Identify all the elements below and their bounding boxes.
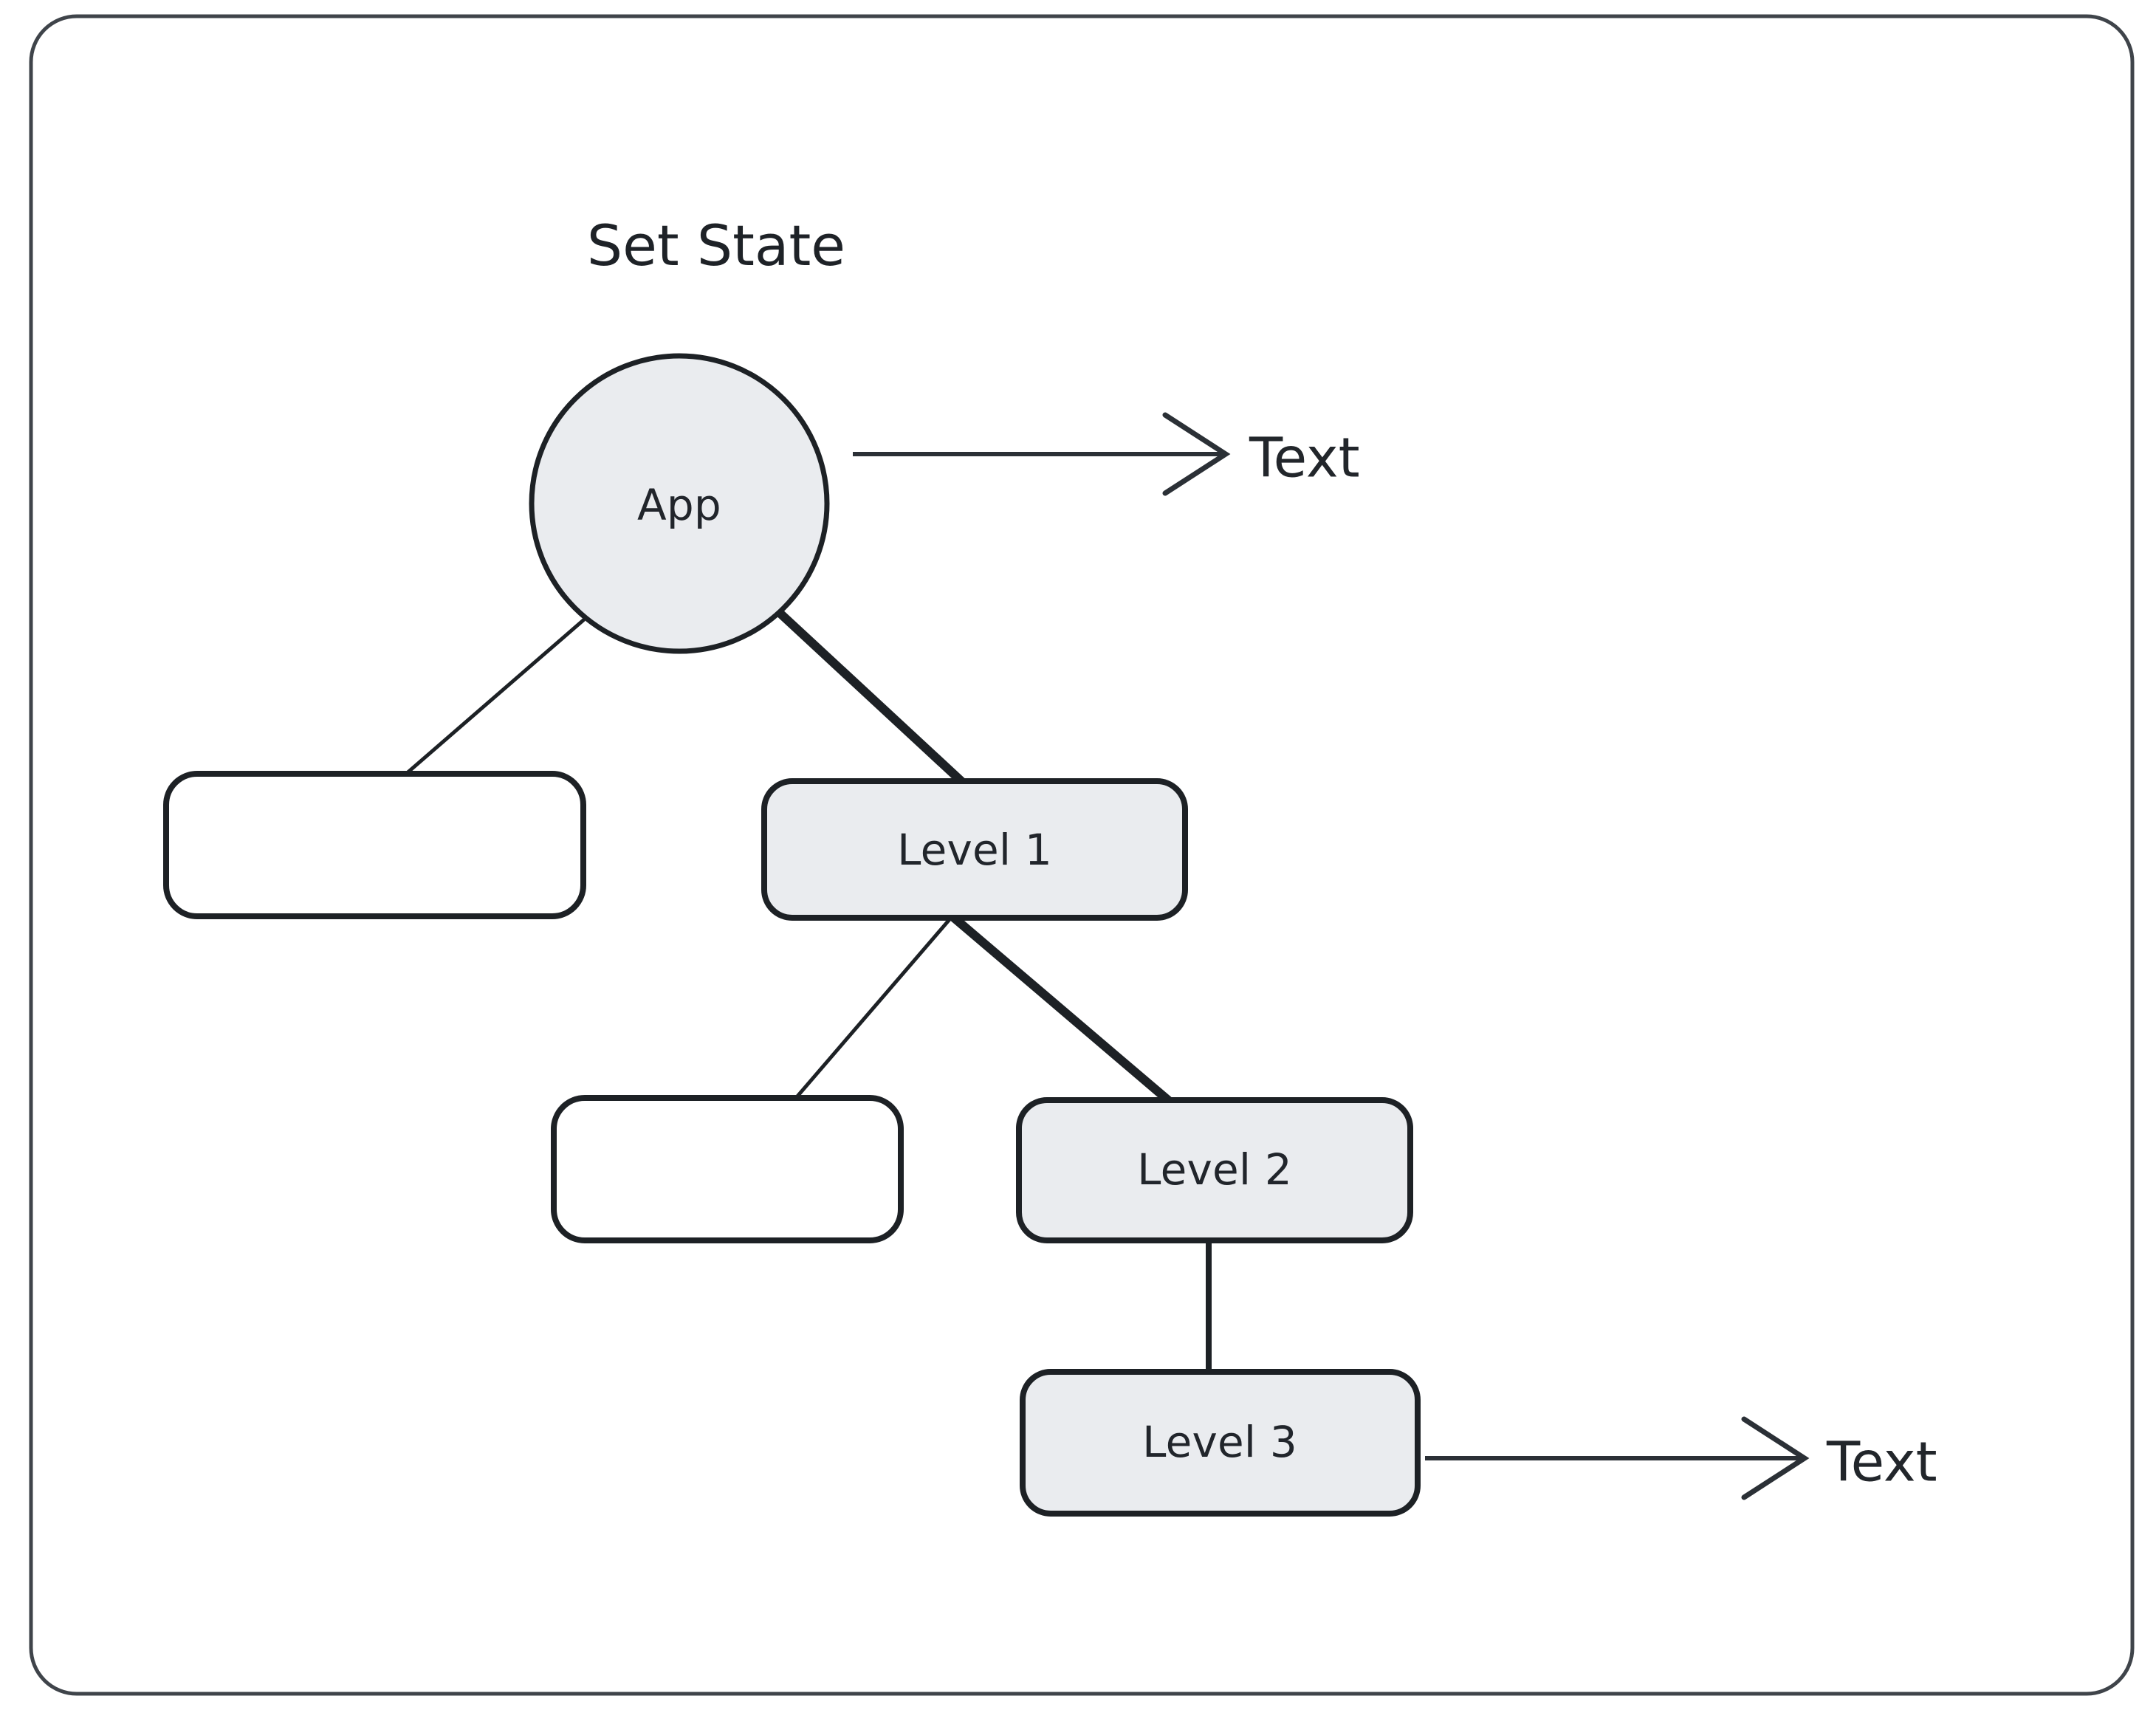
- node-level-1-label: Level 1: [897, 825, 1052, 875]
- node-level-1-shape: [761, 778, 1188, 921]
- edge-layer: [404, 610, 1212, 1372]
- node-app-shape: [529, 353, 830, 654]
- edge-level1-to-level2: [950, 913, 1173, 1105]
- node-app-label: App: [637, 480, 721, 530]
- edge-app-to-empty1: [404, 618, 586, 776]
- arrow-right-icon: [1741, 1416, 1810, 1500]
- edge-app-to-level1: [777, 610, 966, 786]
- arrow-right-icon: [1162, 412, 1231, 496]
- node-level-3-label: Level 3: [1142, 1417, 1297, 1467]
- arrow-app-to-text[interactable]: Text: [853, 412, 1360, 496]
- arrow-app-to-text-label: Text: [1249, 427, 1360, 490]
- page-title: Set State: [587, 213, 845, 278]
- edge-level1-to-empty2: [794, 916, 953, 1100]
- node-empty-2-shape: [551, 1095, 904, 1243]
- node-level-3-shape: [1020, 1369, 1421, 1517]
- arrow-level3-to-text[interactable]: Text: [1425, 1416, 1937, 1500]
- node-empty-1[interactable]: [163, 771, 586, 919]
- node-level-2[interactable]: Level 2: [1016, 1097, 1413, 1243]
- arrow-level3-to-text-label: Text: [1826, 1431, 1937, 1494]
- node-level-2-label: Level 2: [1137, 1144, 1292, 1195]
- node-level-3[interactable]: Level 3: [1020, 1369, 1421, 1517]
- node-app[interactable]: App: [529, 353, 830, 654]
- node-empty-2[interactable]: [551, 1095, 904, 1243]
- node-level-2-shape: [1016, 1097, 1413, 1243]
- node-empty-1-shape: [163, 771, 586, 919]
- node-level-1[interactable]: Level 1: [761, 778, 1188, 921]
